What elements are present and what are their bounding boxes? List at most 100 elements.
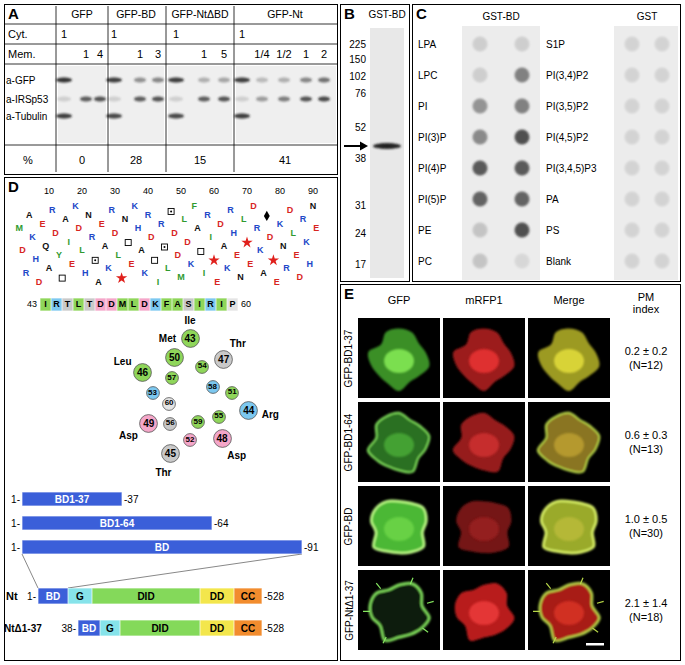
blot-band	[218, 77, 230, 82]
domain-name: CC	[241, 623, 255, 634]
residue-circle	[181, 329, 199, 347]
blot-band	[152, 77, 164, 82]
blot-band	[80, 96, 92, 101]
axis-tick: 40	[143, 187, 153, 197]
residue-number: 49	[143, 418, 154, 429]
table-cell: 1	[137, 48, 143, 60]
residue-box: T	[84, 298, 95, 311]
residue-number: 58	[208, 383, 217, 392]
grid-line	[5, 24, 337, 25]
table-cell: 0	[79, 154, 85, 166]
residue-name: Met	[159, 333, 176, 344]
residue-letter: Q	[42, 242, 49, 252]
blot-band	[169, 96, 183, 101]
table-cell: 1	[173, 28, 179, 40]
proline-star	[241, 237, 252, 248]
residue-letter: D	[97, 300, 104, 310]
image-background	[528, 402, 610, 482]
residue-letter: K	[105, 264, 112, 274]
residue-letter: A	[174, 300, 181, 310]
cell-interior	[554, 433, 584, 457]
residue-number: 52	[186, 436, 195, 445]
blot-band	[235, 96, 249, 101]
domain-name: G	[106, 623, 114, 634]
residue-letter: D	[108, 300, 115, 310]
arrow-shaft	[344, 145, 361, 147]
lipid-spot	[655, 223, 670, 238]
domain-segment: DID	[92, 588, 200, 604]
membrane	[462, 26, 540, 280]
domain-segment: CC	[234, 588, 262, 604]
lipid-spot	[655, 161, 670, 176]
lipid-spot	[655, 68, 670, 83]
residue-box: A	[172, 298, 183, 311]
residue-letter: D	[287, 206, 294, 216]
blot-band	[168, 77, 184, 82]
residue-letter: I	[203, 269, 206, 279]
residue-letter: E	[313, 224, 319, 234]
range-label: 1-	[11, 518, 20, 529]
sample-size: (N=13)	[629, 443, 663, 455]
table-cell: 1	[83, 48, 89, 60]
serine-threonine-square	[152, 257, 158, 263]
wheel-residue: 46	[133, 363, 152, 382]
residue-box: R	[51, 298, 62, 311]
serine-threonine-square	[198, 248, 204, 254]
blot-band	[278, 77, 290, 82]
residue-letter: A	[62, 215, 69, 225]
residue-circle	[213, 429, 231, 447]
wheel-residue: 48	[213, 429, 232, 448]
residue-letter: E	[247, 260, 253, 270]
domain-segment: G	[100, 620, 120, 636]
column-header: GFP-Nt	[267, 9, 303, 21]
range-label: 38-	[62, 623, 76, 634]
cell-interior	[469, 601, 499, 625]
domain-segment: BD	[78, 620, 100, 636]
blot-band	[57, 96, 71, 101]
construct-name: BD	[155, 542, 169, 553]
proline-star	[208, 254, 219, 265]
residue-name: Asp	[119, 430, 138, 441]
residue-letter: N	[310, 202, 317, 212]
micrograph	[528, 486, 610, 566]
residue-letter: T	[87, 300, 93, 310]
lipid-spot	[473, 161, 488, 176]
lipid-spot	[473, 254, 488, 269]
residue-box: K	[150, 298, 161, 311]
residue-circle	[146, 387, 159, 400]
residue-letter: N	[122, 215, 129, 225]
table-cell: 28	[130, 154, 142, 166]
micrograph	[443, 486, 525, 566]
cell	[455, 583, 515, 641]
serine-threonine-square	[92, 257, 98, 263]
residue-box: S	[183, 298, 194, 311]
residue-letter: K	[152, 300, 159, 310]
blot-band	[278, 96, 290, 101]
wheel-residue: 60	[162, 397, 176, 411]
construct-label: NtΔ1-37	[4, 623, 42, 634]
residue-box: P	[227, 298, 238, 311]
blot-band	[318, 96, 330, 101]
construct-bar: BD1-64	[22, 516, 212, 530]
residue-circle	[166, 349, 184, 367]
lipid-label: PC	[418, 256, 432, 267]
filopodium	[592, 628, 598, 632]
mw-marker: 52	[355, 122, 366, 133]
mw-marker: 38	[355, 153, 366, 164]
sample-size: (N=30)	[629, 527, 663, 539]
lipid-label: PI(4)P	[418, 163, 446, 174]
wheel-residue: 59	[191, 415, 205, 429]
grid-line	[5, 145, 337, 146]
residue-letter: K	[224, 264, 231, 274]
residue-letter: D	[112, 229, 119, 239]
cell	[368, 328, 430, 391]
range-label: -91	[304, 542, 318, 553]
residue-letter: N	[237, 273, 244, 283]
residue-number: 44	[243, 405, 254, 416]
column-header: GFP-NtΔBD	[171, 9, 228, 21]
membrane	[614, 26, 678, 280]
residue-letter: E	[39, 220, 45, 230]
residue-number: 54	[198, 362, 207, 371]
residue-letter: A	[26, 211, 33, 221]
